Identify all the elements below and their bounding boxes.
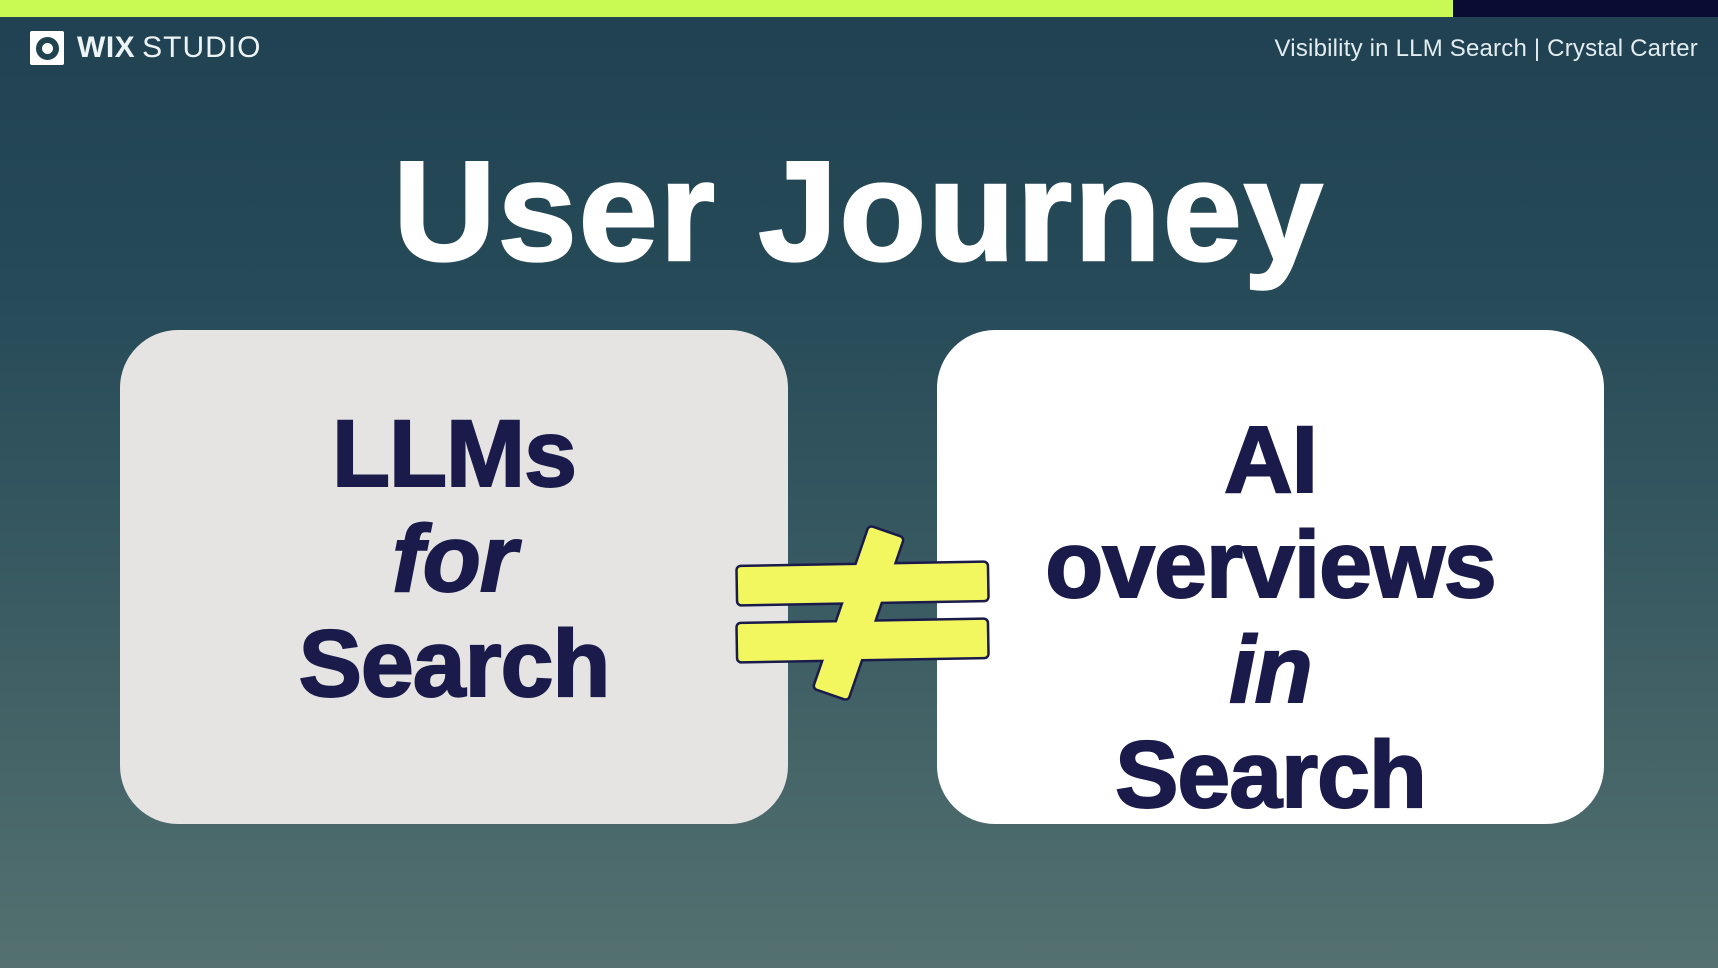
ring-icon [35,36,59,60]
progress-bar-remaining [1453,0,1718,17]
card-line: for [391,506,518,613]
card-line: AI [1223,407,1319,514]
wix-studio-wordmark: WIX STUDIO [77,31,262,65]
card-line: in [1228,617,1313,724]
card-line: Search [1114,722,1428,829]
card-line: LLMs [331,401,578,508]
top-progress-bar [0,0,1718,17]
wix-logo-icon [30,31,64,65]
progress-bar-elapsed [0,0,1453,17]
wordmark-studio: STUDIO [142,31,262,64]
wix-studio-logo: WIX STUDIO [30,31,262,65]
presenter-credit: Visibility in LLM Search | Crystal Carte… [1274,35,1698,62]
llms-for-search-card: LLMs for Search [120,330,788,824]
card-line: overviews [1044,512,1497,619]
slide-title: User Journey [392,132,1325,291]
wordmark-wix: WIX [77,31,136,64]
not-equal-icon [735,525,990,701]
card-line: Search [298,611,612,718]
ai-overviews-card: AI overviews in Search [937,330,1604,829]
